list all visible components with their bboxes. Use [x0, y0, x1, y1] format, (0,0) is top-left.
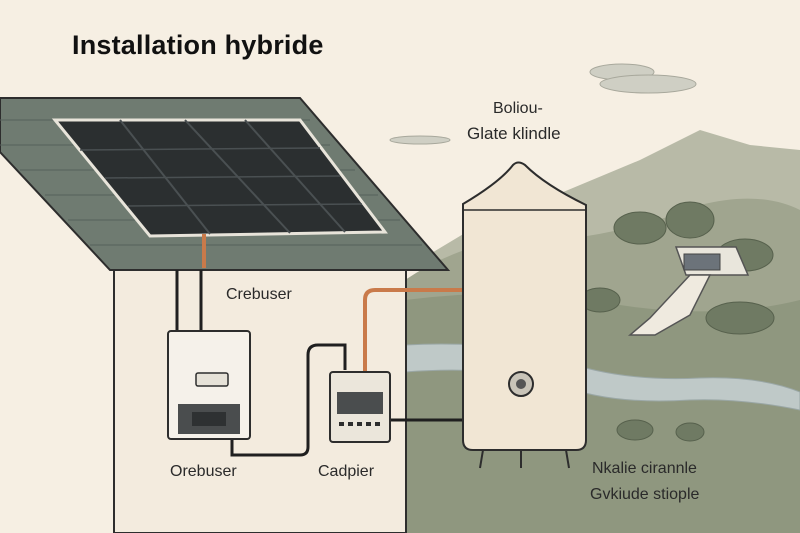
landscape-label-line2: Gvkiude stiople [590, 486, 700, 503]
tree-icon [579, 201, 775, 442]
copper-pipes [202, 234, 462, 372]
tank-label-line2: Glate klindle [467, 124, 561, 143]
solar-panel-icon [51, 118, 388, 238]
solar-collector-icon [627, 246, 750, 336]
inverter-label: Orebuser [170, 463, 237, 480]
meter-label: Cadpier [318, 463, 375, 480]
page-title: Installation hybride [72, 30, 324, 60]
cloud-icon [389, 63, 697, 145]
water-tank-icon [462, 161, 587, 469]
inverter-icon [167, 330, 251, 440]
meter-icon [329, 371, 391, 443]
cables [175, 270, 462, 457]
inverter-label-top: Crebuser [226, 286, 292, 303]
tank-label-line1: Boliou- [493, 100, 543, 117]
landscape-label-line1: Nkalie cirannle [592, 460, 697, 477]
